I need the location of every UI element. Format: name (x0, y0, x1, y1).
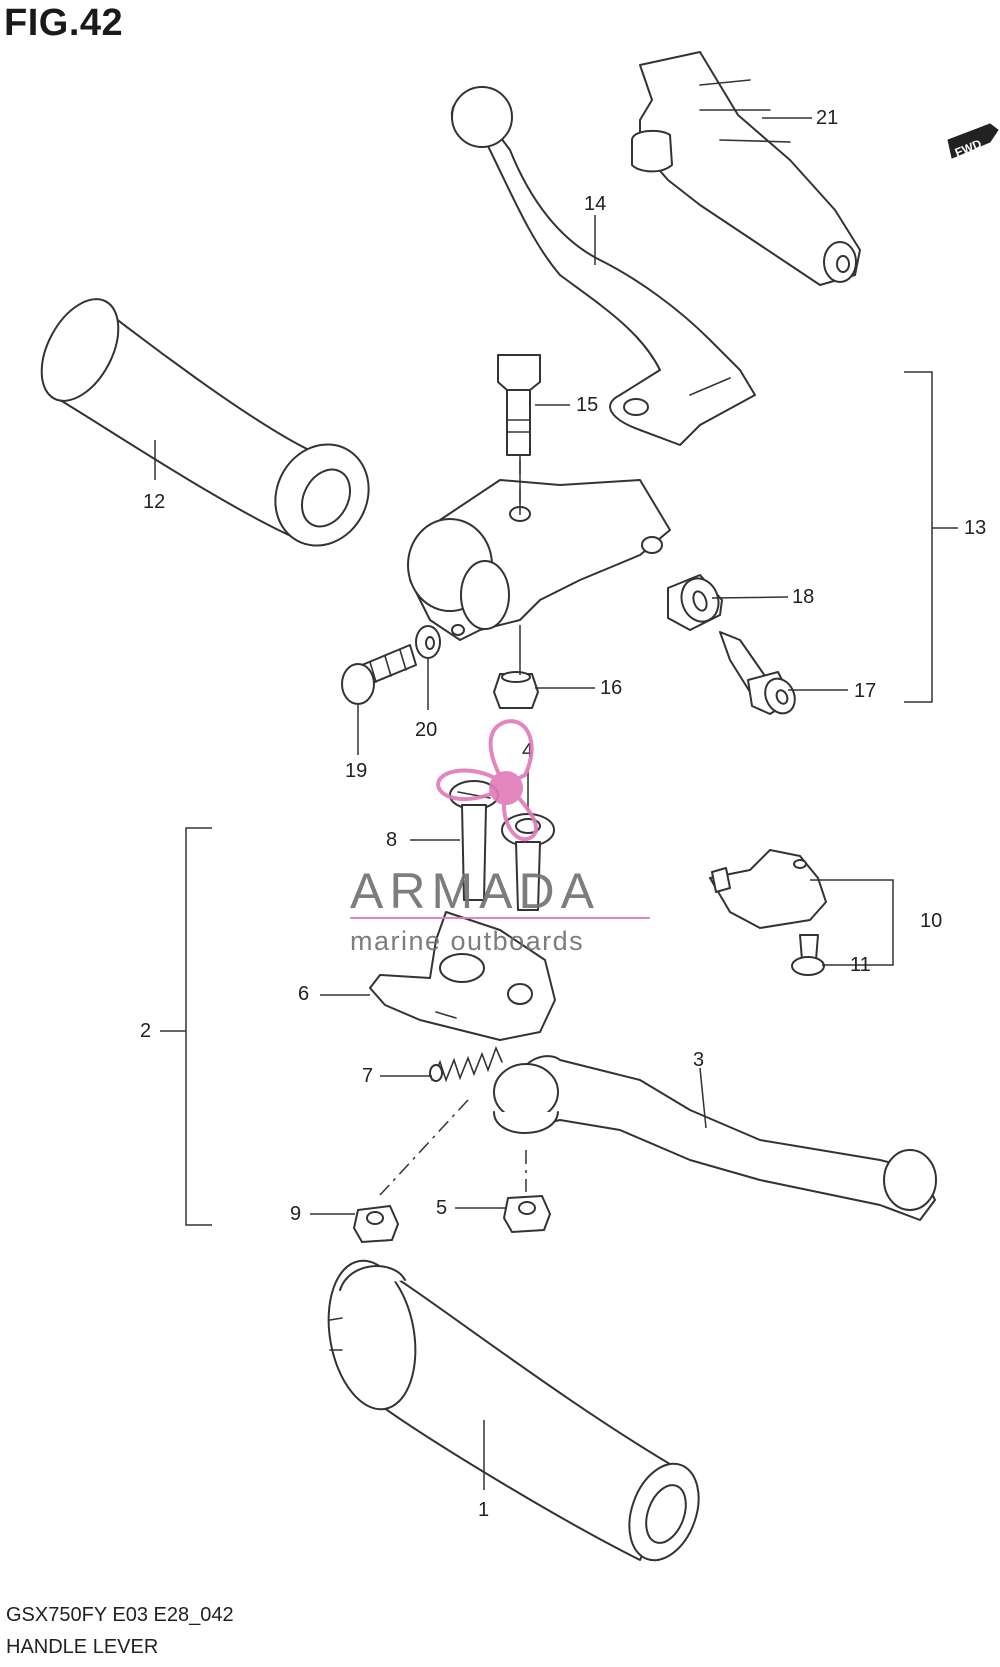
callout-7: 7 (362, 1065, 373, 1087)
leader-lines (154, 117, 958, 1490)
adjuster-bolt-part (719, 631, 796, 715)
figure-title: FIG.42 (4, 2, 124, 44)
cam-plate-part (369, 911, 556, 1041)
callout-14: 14 (584, 193, 606, 215)
adjuster-nut-part (667, 574, 723, 631)
screw-part (791, 934, 825, 976)
callout-16: 16 (600, 677, 622, 699)
lever-bracket-part (407, 479, 671, 641)
callout-6: 6 (298, 983, 309, 1005)
callout-17: 17 (854, 680, 876, 702)
brake-switch-part (709, 849, 827, 929)
watermark: ARMADA marine outboards (350, 719, 650, 956)
callout-11: 11 (850, 954, 871, 976)
callout-15: 15 (576, 394, 598, 416)
propeller-logo (435, 719, 538, 842)
spring-part (429, 1045, 503, 1083)
throttle-grip-part (327, 1259, 700, 1562)
callout-2: 2 (140, 1020, 151, 1042)
assembly-axis-lines (379, 460, 527, 1196)
callout-5: 5 (436, 1197, 447, 1219)
callout-19: 19 (345, 760, 367, 782)
callout-13: 13 (964, 517, 986, 539)
nut-5-part (503, 1195, 551, 1233)
callout-4: 4 (522, 740, 533, 762)
callout-labels: 21 14 15 12 13 18 16 17 20 19 4 8 10 11 … (140, 107, 986, 1521)
callout-21: 21 (816, 107, 838, 129)
left-grip-part (40, 298, 370, 547)
clutch-lever-part (450, 86, 756, 446)
fwd-badge: FWD (947, 123, 999, 160)
bolt-part (341, 644, 417, 705)
pivot-bolt-8-part (449, 780, 499, 901)
watermark-tagline: marine outboards (350, 926, 584, 956)
lever-cover-part (631, 51, 861, 286)
callout-12: 12 (143, 491, 165, 513)
callout-10: 10 (920, 910, 942, 932)
nut-part (493, 671, 539, 709)
callout-3: 3 (693, 1049, 704, 1071)
nut-9-part (353, 1205, 399, 1243)
callout-9: 9 (290, 1203, 301, 1225)
brake-lever-part (493, 1055, 937, 1221)
collar-bolt-part (501, 813, 555, 911)
pivot-bolt-part (497, 354, 541, 456)
callout-20: 20 (415, 719, 437, 741)
watermark-brand: ARMADA (350, 863, 600, 919)
callout-18: 18 (792, 586, 814, 608)
washer-part (415, 625, 441, 659)
callout-1: 1 (478, 1499, 489, 1521)
callout-8: 8 (386, 829, 397, 851)
figure-model-code: GSX750FY E03 E28_042 (6, 1604, 234, 1626)
figure-name: HANDLE LEVER (6, 1636, 159, 1658)
